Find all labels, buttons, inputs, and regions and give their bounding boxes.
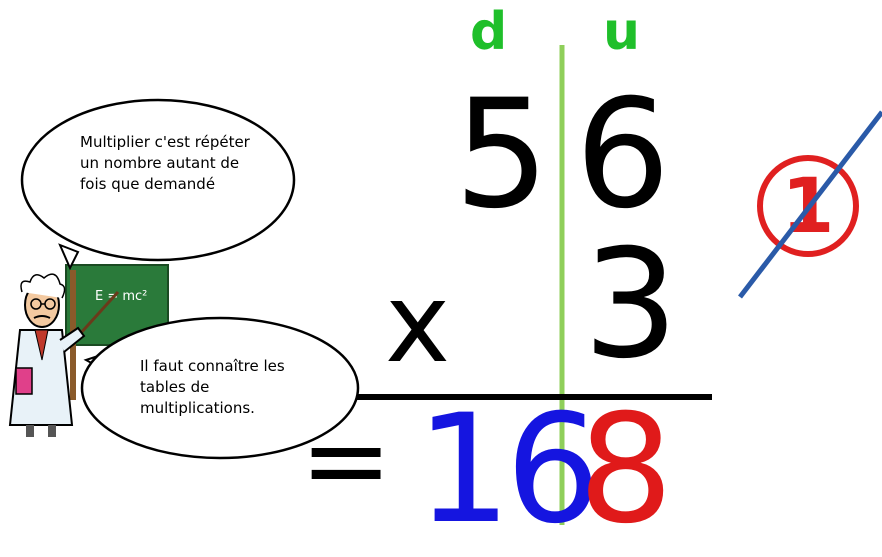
speech-bubble-top-label: Multiplier c'est répéter un nombre autan… <box>80 133 250 193</box>
multiply-operator: x <box>385 259 451 387</box>
tens-column-header: d <box>470 2 508 62</box>
speech-bubble-bottom <box>80 316 360 460</box>
carry-strike-line <box>738 110 882 299</box>
speech-bubble-bottom-text: Il faut connaître les tables de multipli… <box>140 356 300 419</box>
operation-lines: 1 <box>357 45 882 525</box>
professor <box>8 273 86 437</box>
carry-circle <box>757 155 859 257</box>
speech-bubble-top <box>20 98 296 271</box>
speech-bubble-top-text: Multiplier c'est répéter un nombre autan… <box>80 132 255 195</box>
result-tens-digits: 16 <box>416 383 601 557</box>
equals-sign: = <box>300 396 393 524</box>
multiplicand-units-digit: 6 <box>575 68 671 242</box>
units-column-header: u <box>603 2 641 62</box>
blackboard-formula: E = mc² <box>95 289 147 304</box>
speech-bubble-bottom-label: Il faut connaître les tables de multipli… <box>140 357 285 417</box>
professor-illustration: E = mc² <box>8 98 360 460</box>
multiplier-units-digit: 3 <box>583 218 679 392</box>
multiplicand-tens-digit: 5 <box>454 68 550 242</box>
result-units-digit: 8 <box>578 383 674 557</box>
